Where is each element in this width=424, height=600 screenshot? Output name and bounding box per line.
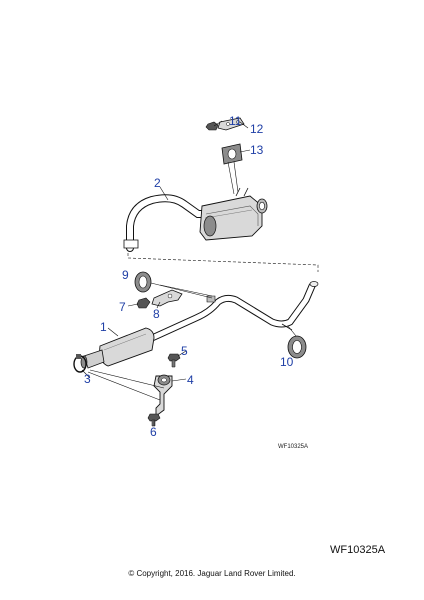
nut (137, 298, 150, 308)
bolt (148, 414, 160, 426)
callout-2: 2 (154, 176, 161, 190)
callout-9: 9 (122, 268, 129, 282)
bracket (152, 290, 182, 306)
alignment-dashed-line (127, 248, 319, 272)
diagram-ref-label: WF10325A (330, 544, 386, 556)
rubber-mounting (222, 144, 242, 164)
callout-5: 5 (181, 344, 188, 358)
intermediate-pipe-with-silencer (81, 282, 318, 369)
rubber-mounting (288, 336, 306, 358)
callout-10: 10 (280, 355, 294, 369)
callout-8: 8 (153, 307, 160, 321)
callout-11: 11 (229, 114, 242, 128)
bolt (168, 354, 180, 367)
callout-6: 6 (150, 425, 157, 439)
bracket-plate (218, 118, 244, 130)
callout-12: 12 (250, 122, 264, 136)
leader-lines (81, 120, 297, 426)
callout-1: 1 (100, 320, 107, 334)
clamp (74, 354, 86, 372)
rear-silencer (124, 188, 267, 248)
mounting-bracket (154, 375, 172, 416)
callout-7: 7 (119, 300, 126, 314)
callout-13: 13 (250, 143, 264, 157)
copyright-notice: © Copyright, 2016. Jaguar Land Rover Lim… (128, 569, 296, 578)
callout-3: 3 (84, 372, 91, 386)
rubber-mounting (135, 272, 151, 292)
callout-4: 4 (187, 373, 194, 387)
diagram-ref-small: WF10325A (278, 444, 308, 450)
nut (206, 122, 218, 130)
